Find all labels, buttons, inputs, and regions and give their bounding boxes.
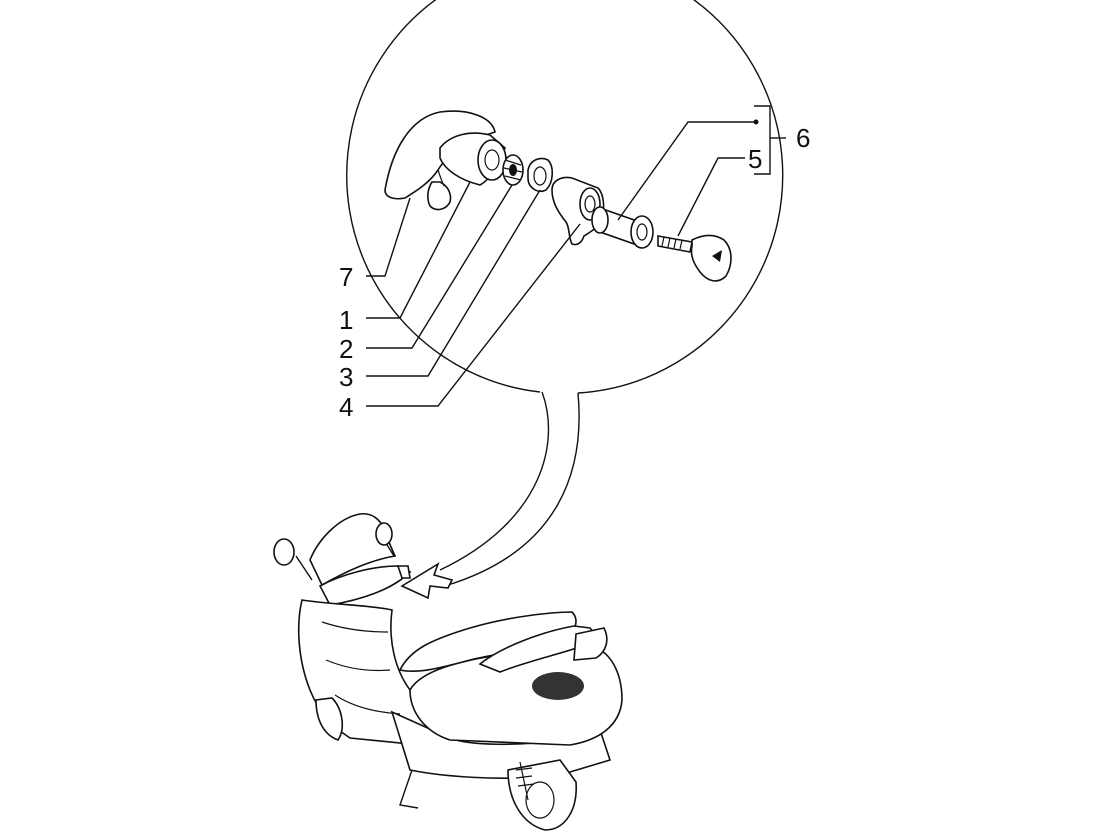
scooter-illustration: [273, 513, 623, 831]
callout-1: 1: [339, 305, 353, 335]
callout-7: 7: [339, 262, 353, 292]
spring-ring-part: [502, 154, 524, 186]
detail-pointer-arrow: [400, 391, 580, 600]
leader-lines: [366, 105, 786, 407]
callout-3: 3: [339, 362, 353, 392]
callout-6: 6: [796, 123, 810, 153]
callout-5: 5: [748, 144, 762, 174]
lock-cylinder-part: [591, 206, 654, 249]
washer-part: [527, 157, 554, 193]
lock-housing-part: [439, 132, 507, 186]
key-part: [657, 234, 732, 282]
callout-labels: 7 1 2 3 4 6 5: [339, 123, 810, 422]
callout-4: 4: [339, 392, 353, 422]
callout-2: 2: [339, 334, 353, 364]
